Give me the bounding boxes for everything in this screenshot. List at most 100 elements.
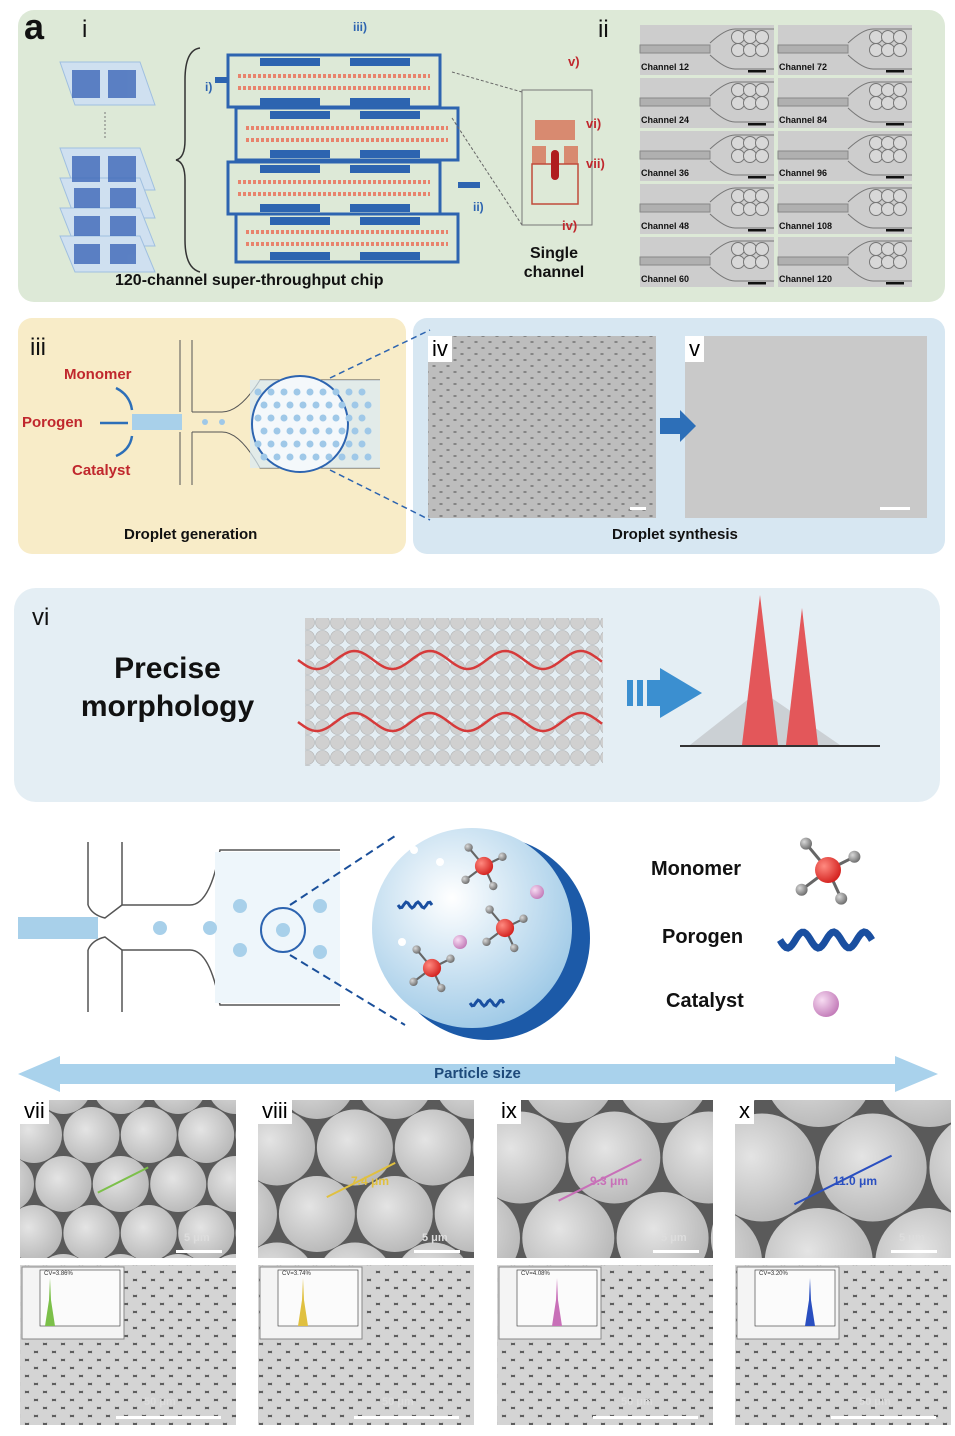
droplet-array-image-iv: [428, 336, 656, 518]
diameter-measurement: 9.3 μm: [590, 1174, 629, 1188]
channel-micrograph: [777, 78, 912, 128]
channel-label-vi: vi): [586, 116, 602, 131]
channel-micrograph: [639, 131, 774, 181]
sub-label-iv: iv: [428, 336, 452, 362]
channel-label: Channel 12: [641, 62, 690, 72]
cv-value: CV=4.08%: [521, 1271, 550, 1277]
sub-label-v: v: [685, 336, 704, 362]
channel-micrograph: [777, 25, 912, 75]
distribution-peaks: [680, 595, 880, 747]
channel-micrographs: [639, 25, 912, 287]
porogen-wave-icon: [777, 928, 875, 952]
input-monomer: Monomer: [64, 366, 132, 383]
scale-bar-label: 5 μm: [184, 1232, 210, 1244]
channel-micrograph: [777, 131, 912, 181]
precise-morphology-title: Precise morphology: [80, 652, 255, 723]
particle-size-arrow: [18, 1056, 938, 1092]
scale-bar-label: 5 μm: [422, 1232, 448, 1244]
sphere-lattice: [305, 618, 603, 766]
sub-label-ii: ii: [598, 16, 609, 43]
monomer-molecule: [461, 843, 507, 891]
droplet-generation-caption: Droplet generation: [124, 526, 258, 543]
catalyst-particle: [453, 935, 467, 949]
sem-panel-x: [735, 1100, 951, 1425]
polymer-chain-2: [297, 711, 603, 733]
diameter-measurement: 11.0 μm: [833, 1174, 878, 1188]
sub-label-vi: vi: [32, 604, 50, 631]
morphology-arrow-icon: [627, 668, 702, 718]
overview-scale-bar-label: 50 μm: [144, 1396, 176, 1408]
porogen-chain: [468, 998, 506, 1008]
channel-label: Channel 84: [779, 115, 828, 125]
cv-value: CV=3.86%: [44, 1271, 73, 1277]
channel-micrograph: [777, 237, 912, 287]
sem-panel-vii: [20, 1100, 236, 1425]
sub-label-x: x: [735, 1098, 754, 1124]
channel-label: Channel 72: [779, 62, 828, 72]
input-porogen: Porogen: [22, 414, 83, 431]
catalyst-sphere-icon: [813, 991, 839, 1017]
brace: [175, 47, 201, 273]
histogram-peak: [552, 1278, 562, 1326]
channel-label-iv: iv): [562, 218, 578, 233]
channel-label: Channel 48: [641, 221, 690, 231]
channel-label: Channel 96: [779, 168, 828, 178]
cv-value: CV=3.20%: [759, 1271, 788, 1277]
monomer-molecule: [409, 945, 455, 993]
histogram-peak: [805, 1278, 815, 1326]
scale-bar-label: 5 μm: [661, 1232, 687, 1244]
sub-label-iii: iii: [30, 334, 46, 361]
droplet-array-image-v: [685, 336, 927, 518]
scale-bar-label: 5 μm: [899, 1232, 925, 1244]
channel-label: Channel 60: [641, 274, 690, 284]
overview-scale-bar-label: 50 μm: [859, 1396, 891, 1408]
sub-label-vii: vii: [20, 1098, 49, 1124]
chip-label-ii: ii): [473, 200, 484, 214]
channel-micrograph: [639, 184, 774, 234]
catalyst-particle: [530, 885, 544, 899]
chip-schematic: [215, 53, 480, 264]
sub-label-viii: viii: [258, 1098, 292, 1124]
channel-label: Channel 36: [641, 168, 690, 178]
synthesis-arrow-icon: [660, 410, 696, 442]
cv-value: CV=3.74%: [282, 1271, 311, 1277]
chip-droplet-rows: [238, 74, 448, 246]
overview-scale-bar-label: 50 μm: [621, 1396, 653, 1408]
legend-catalyst-label: Catalyst: [666, 990, 744, 1012]
sem-panel-ix: [497, 1100, 713, 1425]
monomer-molecule: [482, 905, 528, 953]
panel-letter: a: [24, 6, 45, 47]
monomer-molecule-icon: [795, 837, 861, 905]
particle-size-label: Particle size: [434, 1065, 521, 1082]
sub-label-ix: ix: [497, 1098, 521, 1124]
channel-label: Channel 108: [779, 221, 833, 231]
histogram-peak: [45, 1278, 55, 1326]
chip-caption: 120-channel super-throughput chip: [115, 272, 384, 289]
channel-micrograph: [777, 184, 912, 234]
chip-label-iii: iii): [353, 20, 367, 34]
sub-label-i: i: [82, 16, 88, 43]
channel-micrograph: [639, 237, 774, 287]
single-channel-caption: Single channel: [523, 245, 585, 281]
diameter-measurement: 7.4 μm: [351, 1174, 390, 1188]
legend-monomer-label: Monomer: [651, 858, 741, 880]
channel-micrograph: [639, 78, 774, 128]
droplet-synthesis-caption: Droplet synthesis: [612, 526, 738, 543]
input-catalyst: Catalyst: [72, 462, 131, 479]
channel-label: Channel 24: [641, 115, 690, 125]
channel-label-vii: vii): [586, 156, 605, 171]
droplet-generation-diagram: [100, 329, 431, 521]
channel-micrograph: [639, 25, 774, 75]
channel-label: Channel 120: [779, 274, 833, 284]
porogen-chain: [396, 900, 434, 910]
channel-label-v: v): [568, 54, 580, 69]
polymer-chain-1: [297, 649, 603, 671]
single-channel-diagram: [521, 89, 593, 226]
sem-panel-viii: [258, 1100, 474, 1425]
chip-stack-illustration: [59, 61, 156, 273]
legend-porogen-label: Porogen: [662, 926, 744, 948]
histogram-peak: [298, 1278, 308, 1326]
chip-label-i: i): [205, 80, 213, 94]
overview-scale-bar-label: 50 μm: [382, 1396, 414, 1408]
